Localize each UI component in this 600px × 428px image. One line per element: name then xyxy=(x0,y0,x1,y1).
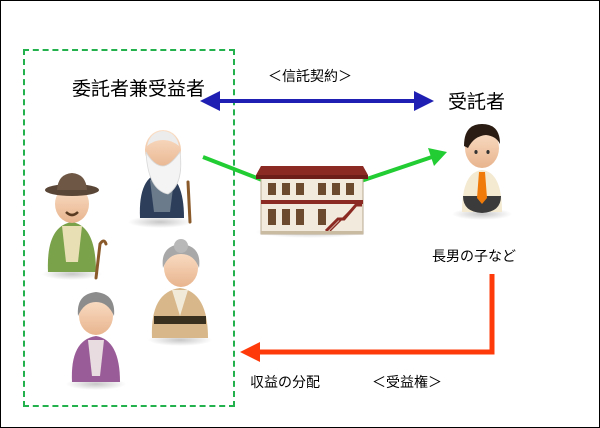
profit-distribution-label: 収益の分配 xyxy=(250,375,320,391)
elderly-woman-purple-icon xyxy=(66,292,126,390)
trust-contract-label: ＜信託契約＞ xyxy=(268,69,352,85)
settlor-beneficiary-label: 委託者兼受益者 xyxy=(72,78,206,100)
trustee-label: 受託者 xyxy=(448,91,506,113)
profit-distribution-arrow xyxy=(240,274,495,362)
apartment-building-icon xyxy=(255,166,368,238)
beneficial-rights-label: ＜受益権＞ xyxy=(372,375,442,391)
settlor-group-box xyxy=(23,49,235,407)
eldest-son-child-label: 長男の子など xyxy=(432,249,516,265)
elderly-woman-kimono-icon xyxy=(148,239,212,346)
elderly-man-hat-icon xyxy=(42,173,108,280)
asset-transfer-arrows xyxy=(202,148,447,183)
trustee-person-icon xyxy=(452,124,512,220)
elderly-man-bearded-icon xyxy=(128,130,192,228)
contract-double-arrow xyxy=(200,91,434,111)
